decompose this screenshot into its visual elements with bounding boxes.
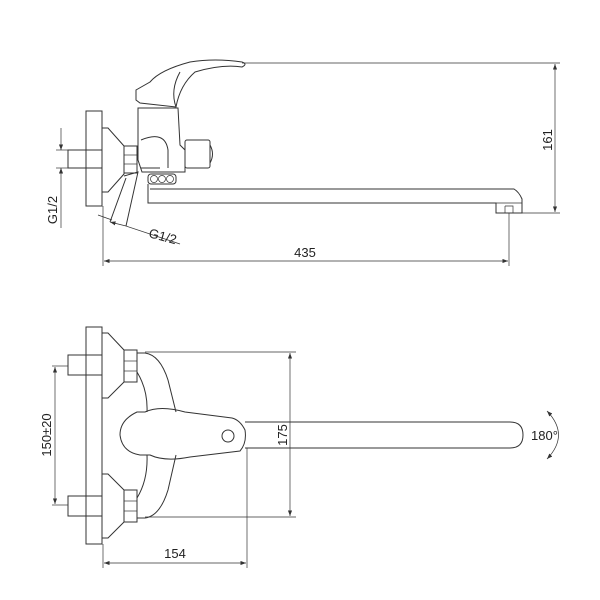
side-cap (184, 139, 211, 169)
front-view: 175 150±20 154 180° (39, 326, 559, 568)
lower-nut (123, 489, 138, 523)
lever-handle-front (119, 408, 246, 460)
lever-handle (135, 59, 246, 108)
rotation-arrow-icon (546, 410, 559, 460)
swivel-180: 180° (531, 428, 558, 443)
dim-435: 435 (294, 245, 316, 260)
inlet-pipe (67, 149, 103, 169)
nut (123, 145, 138, 174)
upper-nut (123, 349, 138, 383)
eccentric-angled (109, 171, 139, 227)
side-view: 161 435 G1/2 G1/2 (45, 59, 560, 266)
mixer-body-front (137, 352, 177, 519)
lower-flange (102, 473, 125, 539)
dim-150-20: 150±20 (39, 413, 54, 456)
mixer-body (137, 107, 186, 173)
dim-161: 161 (540, 129, 555, 151)
handle-screw (221, 429, 235, 443)
eccentric-flange (102, 127, 125, 193)
spout-side (147, 184, 523, 214)
wall-section (85, 110, 103, 207)
upper-flange (102, 332, 125, 399)
upper-inlet-pipe (67, 354, 103, 376)
spout-front (245, 421, 524, 449)
dim-175: 175 (275, 424, 290, 446)
thread-g12-angled: G1/2 (147, 225, 178, 247)
dim-154: 154 (164, 546, 186, 561)
wall-section (85, 326, 103, 545)
lower-inlet-pipe (67, 495, 103, 517)
thread-g12-vertical: G1/2 (45, 196, 60, 224)
